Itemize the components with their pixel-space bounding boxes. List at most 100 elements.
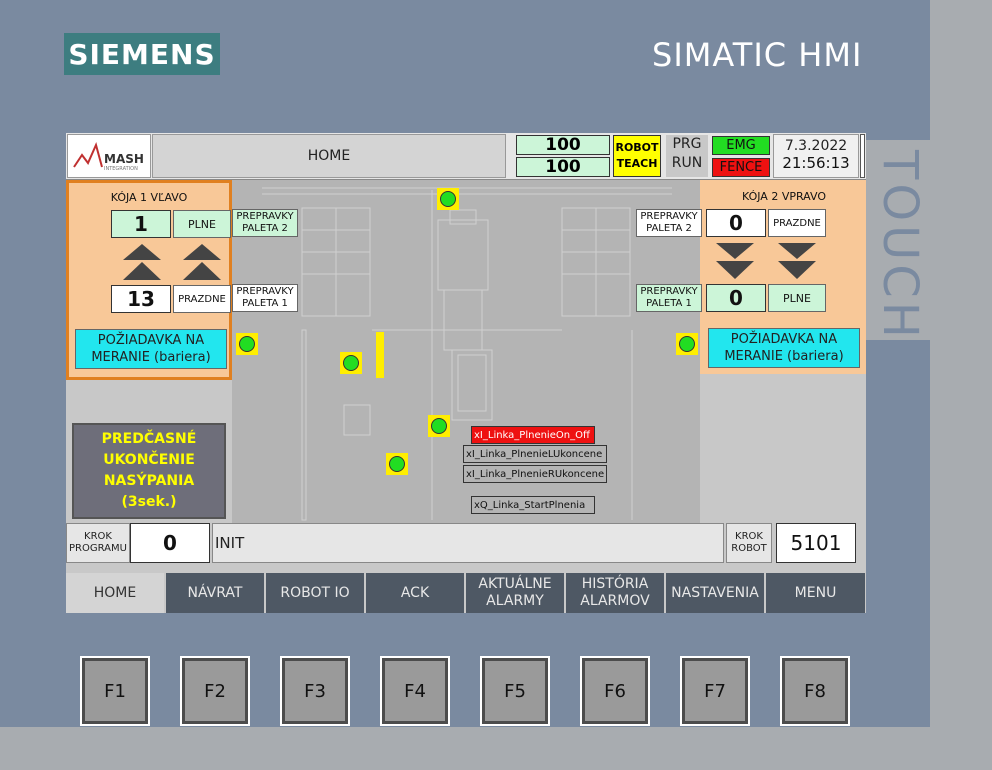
- simatic-hmi-label: SIMATIC HMI: [652, 36, 863, 74]
- touch-label: TOUCH: [872, 150, 928, 342]
- cell-1-full-label: PLNE: [173, 210, 231, 238]
- nav-ack[interactable]: ACK: [366, 573, 465, 613]
- status-dot-left: [236, 333, 258, 355]
- cell-2-empty-label: PRAZDNE: [768, 209, 826, 237]
- f3-key[interactable]: F3: [280, 656, 350, 726]
- green-led-icon: [431, 418, 447, 434]
- f3-label: F3: [285, 661, 345, 721]
- f1-label: F1: [85, 661, 145, 721]
- teach-label: TEACH: [616, 157, 658, 170]
- f2-label: F2: [185, 661, 245, 721]
- emg-indicator: EMG: [712, 136, 770, 155]
- barrier-indicator: [376, 332, 384, 378]
- early-stop-line2: UKONČENIE: [103, 452, 195, 468]
- f6-key[interactable]: F6: [580, 656, 650, 726]
- move-up-icon[interactable]: [121, 242, 163, 282]
- green-led-icon: [440, 191, 456, 207]
- status-dot-mid: [340, 352, 362, 374]
- cell-1-pallet-1: PREPRAVKY PALETA 1: [232, 284, 298, 312]
- move-down-icon[interactable]: [776, 241, 818, 281]
- cell-1-panel: KÓJA 1 VĽAVO 1 PLNE 13 PRAZDNE POŽIADAVK…: [66, 180, 232, 380]
- status-dot-right: [676, 333, 698, 355]
- green-led-icon: [389, 456, 405, 472]
- move-up-icon[interactable]: [181, 242, 223, 282]
- cell-1-empty-count: 13: [111, 285, 171, 313]
- robot-step-label: KROK ROBOT: [726, 523, 772, 563]
- nav-home[interactable]: HOME: [66, 573, 165, 613]
- program-step-label: KROK PROGRAMU: [66, 523, 130, 563]
- logo-text: MASH: [104, 152, 144, 166]
- status-dot-top: [437, 188, 459, 210]
- signal-plnenie-on-off[interactable]: xI_Linka_PlnenieOn_Off: [471, 426, 595, 444]
- nav-alarm-history[interactable]: HISTÓRIA ALARMOV: [566, 573, 665, 613]
- header-edge: [860, 134, 865, 178]
- run-label: RUN: [671, 155, 703, 171]
- signal-plnenie-r-ukoncene[interactable]: xI_Linka_PlnenieRUkoncene: [463, 465, 607, 483]
- signal-start-plnenia[interactable]: xQ_Linka_StartPlnenia: [471, 496, 595, 514]
- nav-settings[interactable]: NASTAVENIA: [666, 573, 765, 613]
- f1-key[interactable]: F1: [80, 656, 150, 726]
- early-stop-line3: NASÝPANIA: [103, 473, 195, 489]
- cell-2-empty-count: 0: [706, 209, 766, 237]
- f7-label: F7: [685, 661, 745, 721]
- f8-key[interactable]: F8: [780, 656, 850, 726]
- siemens-logo: SIEMENS: [64, 33, 220, 75]
- step-bar: KROK PROGRAMU 0 INIT KROK ROBOT 5101: [66, 523, 866, 563]
- cell-1-pallet-2: PREPRAVKY PALETA 2: [232, 209, 298, 237]
- time: 21:56:13: [782, 154, 850, 172]
- early-stop-line1: PREDČASNÉ: [101, 431, 197, 447]
- cell-2-panel: KÓJA 2 VPRAVO 0 PRAZDNE 0 PLNE POŽIADAVK…: [700, 180, 866, 374]
- signal-plnenie-l-ukoncene[interactable]: xI_Linka_PlnenieLUkoncene: [463, 445, 607, 463]
- f2-key[interactable]: F2: [180, 656, 250, 726]
- nav-menu[interactable]: MENU: [766, 573, 865, 613]
- early-stop-line4: (3sek.): [121, 494, 177, 510]
- f7-key[interactable]: F7: [680, 656, 750, 726]
- cell-2-full-count: 0: [706, 284, 766, 312]
- cell-2-full-label: PLNE: [768, 284, 826, 312]
- green-led-icon: [239, 336, 255, 352]
- f6-label: F6: [585, 661, 645, 721]
- screen-title: HOME: [152, 134, 506, 178]
- date-time: 7.3.2022 21:56:13: [773, 134, 859, 178]
- f4-label: F4: [385, 661, 445, 721]
- cell-2-title: KÓJA 2 VPRAVO: [741, 190, 826, 203]
- prg-run-indicator: PRG RUN: [666, 135, 708, 177]
- move-down-icon[interactable]: [714, 241, 756, 281]
- mash-logo: MASH INTEGRATION: [67, 134, 151, 178]
- date: 7.3.2022: [784, 138, 848, 154]
- nav-current-alarms[interactable]: AKTUÁLNE ALARMY: [466, 573, 565, 613]
- robot-label: ROBOT: [615, 141, 659, 154]
- hmi-screen: MASH INTEGRATION HOME 100 100 ROBOT TEAC…: [66, 133, 866, 613]
- cell-2-measure-request[interactable]: POŽIADAVKA NA MERANIE (bariera): [708, 328, 860, 368]
- cell-1-measure-request[interactable]: POŽIADAVKA NA MERANIE (bariera): [75, 329, 227, 369]
- program-step-value: 0: [130, 523, 210, 563]
- status-dot-bottom: [386, 453, 408, 475]
- f5-key[interactable]: F5: [480, 656, 550, 726]
- header-bar: MASH INTEGRATION HOME 100 100 ROBOT TEAC…: [66, 133, 866, 180]
- process-view: xI_Linka_PlnenieOn_Off xI_Linka_PlnenieL…: [232, 180, 700, 523]
- green-led-icon: [679, 336, 695, 352]
- mash-logo-icon: [73, 142, 103, 168]
- f8-label: F8: [785, 661, 845, 721]
- early-stop-button[interactable]: PREDČASNÉ UKONČENIE NASÝPANIA (3sek.): [72, 423, 226, 519]
- cell-1-full-count: 1: [111, 210, 171, 238]
- nav-back[interactable]: NÁVRAT: [166, 573, 265, 613]
- cell-2-pallet-1: PREPRAVKY PALETA 1: [636, 284, 702, 312]
- f4-key[interactable]: F4: [380, 656, 450, 726]
- cell-layout-drawing: [262, 187, 672, 521]
- f5-label: F5: [485, 661, 545, 721]
- cell-1-title: KÓJA 1 VĽAVO: [110, 191, 188, 204]
- step-status: INIT: [212, 523, 724, 563]
- cell-1-empty-label: PRAZDNE: [173, 285, 231, 313]
- nav-bar: HOME NÁVRAT ROBOT IO ACK AKTUÁLNE ALARMY…: [66, 573, 866, 613]
- robot-teach-indicator: ROBOT TEACH: [613, 135, 661, 177]
- logo-subtext: INTEGRATION: [104, 166, 138, 172]
- touch-label-panel: TOUCH: [866, 140, 930, 342]
- green-led-icon: [343, 355, 359, 371]
- bezel-side: [930, 0, 992, 727]
- cell-2-pallet-2: PREPRAVKY PALETA 2: [636, 209, 702, 237]
- fence-indicator: FENCE: [712, 158, 770, 177]
- robot-step-value: 5101: [776, 523, 856, 563]
- prg-label: PRG: [672, 136, 702, 152]
- nav-robot-io[interactable]: ROBOT IO: [266, 573, 365, 613]
